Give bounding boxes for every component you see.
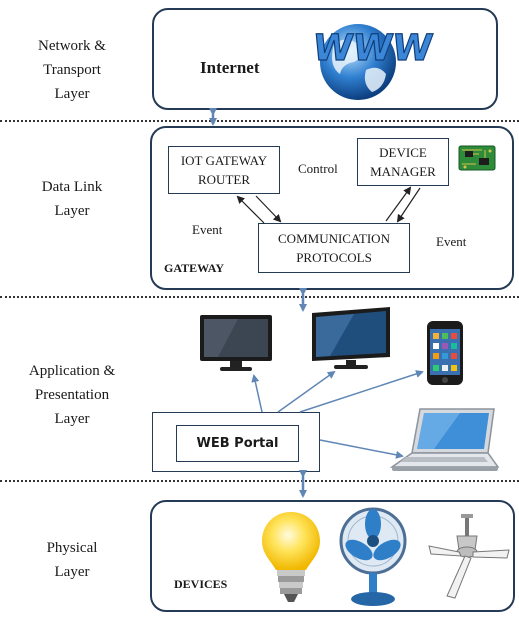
box-line: DEVICE [379,145,427,160]
monitor-icon [200,315,272,371]
portal-tv-arrow [277,370,336,413]
layer-label-line: Physical [46,540,98,556]
layer-label-application: Application & Presentation Layer [6,359,138,431]
protocols-to-router-arrow [236,195,265,224]
event-label-right: Event [436,234,467,249]
web-portal-label: WEB Portal [196,436,279,451]
ceiling-fan-icon [428,514,510,599]
protocols-to-manager-arrow [385,186,412,222]
event-label-left: Event [192,222,223,237]
layer-label-line: Presentation [34,387,110,403]
layer-label-line: Data Link [41,179,103,195]
box-line: COMMUNICATION [278,231,390,246]
flat-tv-icon [312,307,390,369]
layer-divider [0,480,519,482]
web-portal-box[interactable]: WEB Portal [176,425,299,462]
layer-label-line: Layer [54,411,90,427]
layer-label-line: Transport [43,62,101,78]
box-line: IOT GATEWAY [180,153,268,168]
router-to-protocols-arrow [255,195,282,223]
layer-divider [0,120,519,122]
control-label: Control [298,161,338,176]
portal-monitor-arrow [251,374,263,413]
device-manager-box: DEVICE MANAGER [357,138,449,186]
www-globe-icon: WWW [310,24,436,100]
internet-label: Internet [200,58,260,77]
iot-gateway-router-box: IOT GATEWAY ROUTER [168,146,280,194]
layer-label-line: Layer [54,86,90,102]
layer-label-line: Layer [54,203,90,219]
layer-divider [0,296,519,298]
box-line: MANAGER [370,164,436,179]
manager-to-protocols-arrow [396,187,421,223]
circuit-board-icon [458,145,496,171]
layer-label-line: Network & [38,38,106,54]
communication-protocols-box: COMMUNICATION PROTOCOLS [258,223,410,273]
layer-label-physical: Physical Layer [6,536,138,584]
devices-label: DEVICES [174,577,228,591]
layer-label-line: Application & [28,363,116,379]
box-line: ROUTER [198,172,250,187]
globe-text: WWW [310,26,435,69]
table-fan-icon [339,507,407,606]
gateway-label: GATEWAY [164,261,225,275]
smartphone-icon [427,321,463,385]
layer-label-datalink: Data Link Layer [6,175,138,223]
laptop-icon [390,408,500,471]
light-bulb-icon [262,512,320,602]
layer-label-network: Network & Transport Layer [6,34,138,106]
portal-phone-arrow [299,370,424,413]
box-line: PROTOCOLS [296,250,372,265]
layer-label-line: Layer [54,564,90,580]
portal-laptop-arrow [319,439,404,459]
internet-panel [152,8,498,110]
